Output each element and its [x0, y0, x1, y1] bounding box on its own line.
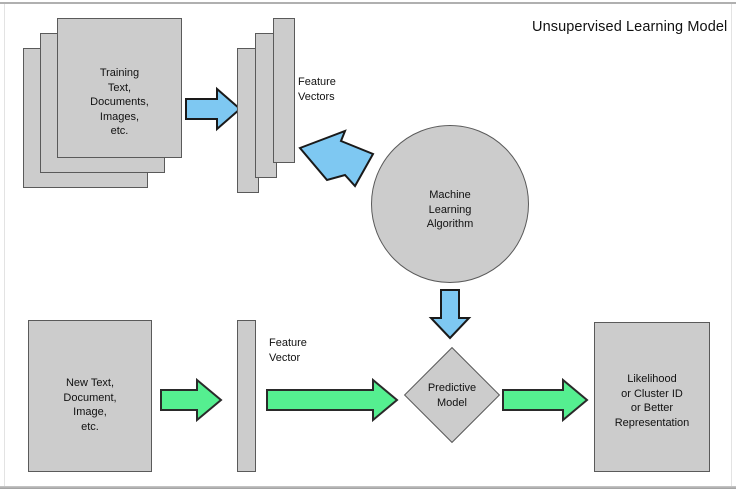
- arrow-predictive-model-to-output-icon: [502, 378, 589, 422]
- feature-vector-single-bar: [237, 320, 256, 472]
- arrow-training-to-feature-vectors-icon: [185, 86, 242, 132]
- training-documents-node: Training Text, Documents, Images, etc.: [57, 18, 182, 158]
- feature-vector-label: Feature Vector: [269, 337, 307, 364]
- frame-bottom-border: [0, 486, 736, 489]
- arrow-new-input-to-feature-vector-icon: [160, 378, 223, 422]
- machine-learning-algorithm-node: Machine Learning Algorithm: [371, 125, 529, 283]
- machine-learning-algorithm-label: Machine Learning Algorithm: [426, 189, 474, 230]
- predictive-model-label: Predictive Model: [427, 382, 477, 409]
- predictive-model-node: Predictive Model: [403, 346, 501, 444]
- new-input-node: New Text, Document, Image, etc.: [28, 320, 152, 472]
- feature-vectors-label: Feature Vectors: [298, 76, 336, 103]
- frame-right-border: [731, 4, 732, 486]
- output-label: Likelihood or Cluster ID or Better Repre…: [614, 373, 690, 429]
- output-node: Likelihood or Cluster ID or Better Repre…: [594, 322, 710, 472]
- new-input-label: New Text, Document, Image, etc.: [63, 377, 117, 433]
- feature-vector-bar-1: [273, 18, 295, 163]
- arrow-feature-vectors-to-algorithm-icon: [298, 129, 375, 188]
- arrow-algorithm-to-predictive-model-icon: [428, 289, 472, 340]
- arrow-feature-vector-to-predictive-model-icon: [266, 378, 399, 422]
- frame-top-border: [0, 2, 736, 4]
- frame-left-border: [4, 4, 5, 486]
- training-documents-label: Training Text, Documents, Images, etc.: [90, 67, 149, 137]
- diagram-title: Unsupervised Learning Model: [532, 19, 728, 35]
